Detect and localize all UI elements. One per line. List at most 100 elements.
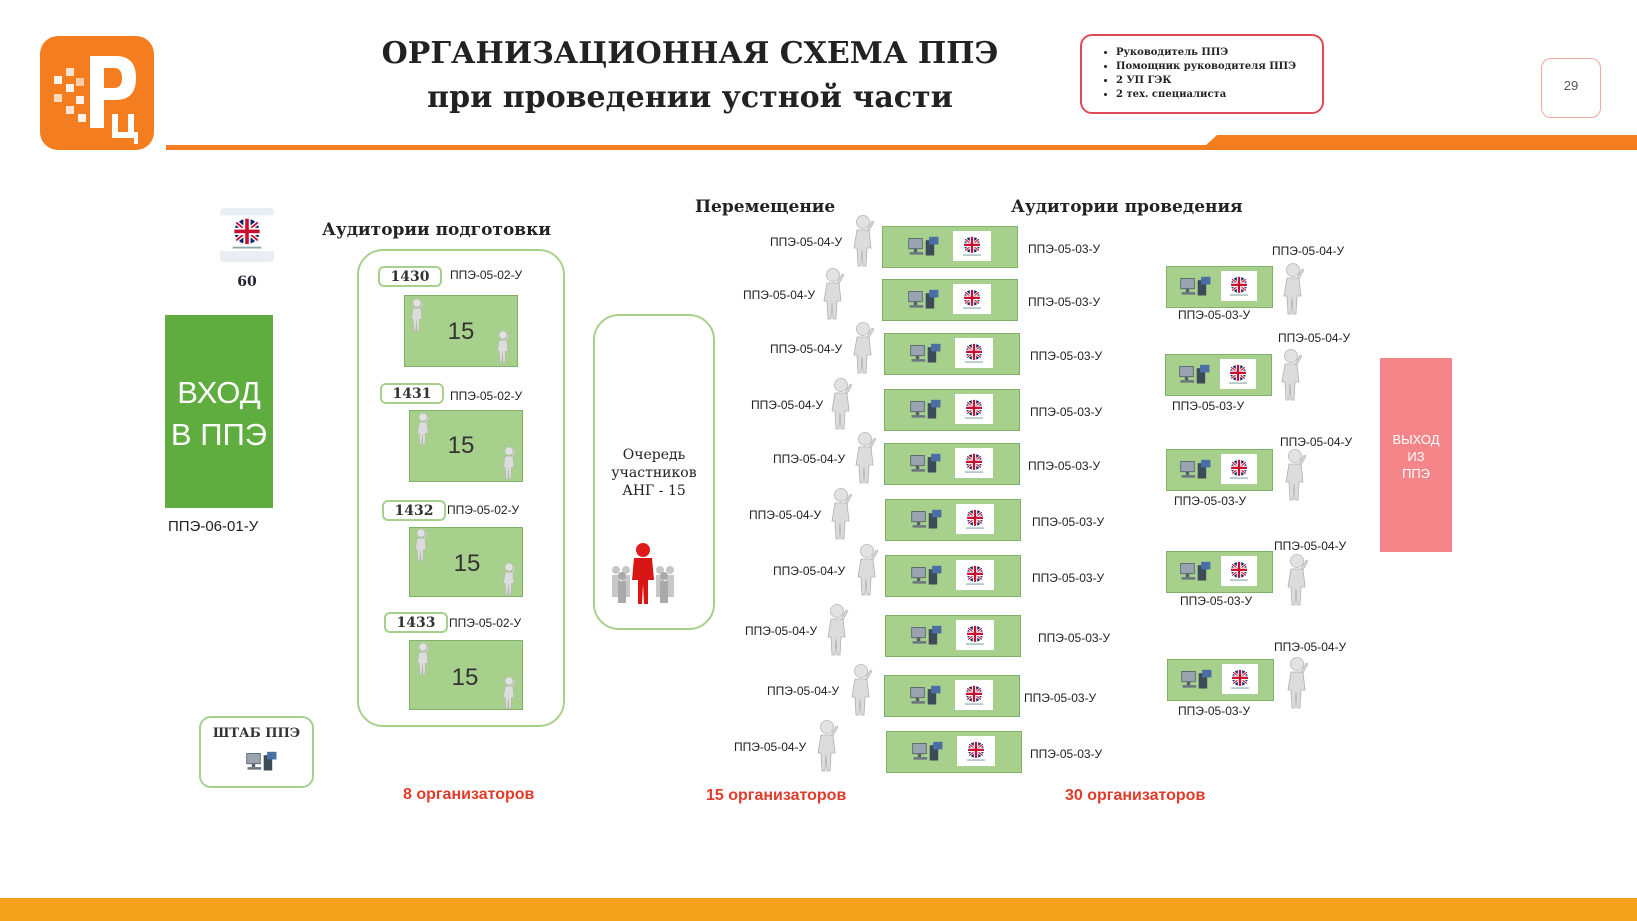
page-title: ОРГАНИЗАЦИОННАЯ СХЕМА ППЭ при проведении… [340,32,1040,120]
exam-room-code: ППЭ-05-03-У [1028,242,1101,256]
organizer-figure-icon [824,603,850,657]
organizer-code: ППЭ-05-04-У [734,740,807,754]
organizer-code: ППЭ-05-04-У [770,342,843,356]
logo-mark [54,56,138,144]
flag-frame [955,448,993,478]
prep-room [409,410,523,482]
organizer-code: ППЭ-05-04-У [1272,244,1345,258]
exit-block [1380,358,1452,552]
room-code: ППЭ-05-02-У [447,503,520,517]
english-language-icon [220,208,274,262]
page-number-box [1541,58,1601,118]
prep-room [404,295,518,367]
english-flag-icon [959,739,993,763]
flag-frame [956,504,994,534]
organizer-figure-icon [414,642,432,676]
flag-frame [956,560,994,590]
crowd-icon [608,540,678,611]
organizer-figure-icon [854,543,880,597]
room-code: ППЭ-05-02-У [449,616,522,630]
organizer-code: ППЭ-05-04-У [773,564,846,578]
seat-count: 15 [447,432,475,459]
organizer-figure-icon [412,528,430,562]
flag-frame [1221,271,1257,301]
hq-box [199,716,314,788]
exam-room-block [885,615,1021,657]
organizer-code: ППЭ-05-04-У [770,235,843,249]
exam-room-block [1166,449,1273,491]
exam-room-code: ППЭ-05-03-У [1178,704,1251,718]
exam-room-block [882,226,1018,268]
computer-icon [910,508,944,532]
organizer-figure-icon [500,562,518,596]
english-flag-icon [957,683,991,707]
entry-code: ППЭ-06-01-У [168,518,259,535]
exam-room-block [884,675,1020,717]
flag-frame [1221,556,1257,586]
exam-room-code: ППЭ-05-03-У [1024,691,1097,705]
computer-icon [1179,560,1213,584]
organizer-figure-icon [828,377,854,431]
organizer-figure-icon [1282,448,1308,502]
exam-room-code: ППЭ-05-03-У [1174,494,1247,508]
exam-room-block [885,499,1021,541]
exam-room-block [1165,354,1272,396]
flag-frame [956,620,994,650]
computer-icon [1180,668,1214,692]
seat-count: 15 [451,664,479,691]
english-flag-icon [1223,667,1257,691]
entry-block [165,315,273,508]
title-line-1: ОРГАНИЗАЦИОННАЯ СХЕМА ППЭ [381,36,999,71]
room-code: ППЭ-05-02-У [450,268,523,282]
flag-frame [955,394,993,424]
organizer-figure-icon [1284,553,1310,607]
exam-room-code: ППЭ-05-03-У [1032,571,1105,585]
organizer-figure-icon [1278,348,1304,402]
exit-label-line-2: ИЗ [1407,449,1425,464]
prep-title: Аудитории подготовки [322,220,552,240]
flag-frame [1221,454,1257,484]
computer-icon [907,288,941,312]
exam-room-code: ППЭ-05-03-У [1038,631,1111,645]
exam-room-code: ППЭ-05-03-У [1172,399,1245,413]
queue-label: Очередь участников АНГ - 15 [593,446,715,500]
movement-organizer-count: 15 организаторов [706,787,847,804]
room-number: 1430 [378,266,442,287]
exam-room-block [884,443,1020,485]
english-flag-icon [958,563,992,587]
organizer-code: ППЭ-05-04-У [1274,640,1347,654]
seat-count: 15 [447,318,475,345]
exit-label: ВЫХОД ИЗ ППЭ [1380,431,1452,482]
organizer-code: ППЭ-05-04-У [751,398,824,412]
exam-room-code: ППЭ-05-03-У [1030,349,1103,363]
organizer-figure-icon [850,214,876,268]
computer-icon [907,235,941,259]
room-number: 1433 [384,612,448,633]
queue-container [593,314,715,630]
exam-room-code: ППЭ-05-03-У [1178,308,1251,322]
computer-icon [910,564,944,588]
english-flag-icon [958,623,992,647]
queue-label-line-1: Очередь [622,447,686,463]
organizer-figure-icon [500,446,518,480]
footer-bar [0,898,1637,921]
staff-list: Руководитель ППЭ Помощник руководителя П… [1082,46,1322,102]
organizer-figure-icon [414,412,432,446]
hq-label: ШТАБ ППЭ [212,726,301,741]
organizer-figure-icon [820,267,846,321]
organizer-code: ППЭ-05-04-У [743,288,816,302]
staff-item: 2 тех. специалиста [1116,88,1322,102]
exam-room-block [1166,551,1273,593]
header-divider [166,145,1637,150]
flag-frame [957,736,995,766]
organizer-code: ППЭ-05-04-У [749,508,822,522]
english-flag-icon [955,234,989,258]
exam-room-block [886,731,1022,773]
header-accent-bar [1205,135,1637,146]
computer-icon [1179,275,1213,299]
flag-frame [1220,359,1256,389]
organizer-figure-icon [1284,656,1310,710]
organizer-figure-icon [408,298,426,332]
exam-room-block [1166,266,1273,308]
exam-room-code: ППЭ-05-03-У [1032,515,1105,529]
